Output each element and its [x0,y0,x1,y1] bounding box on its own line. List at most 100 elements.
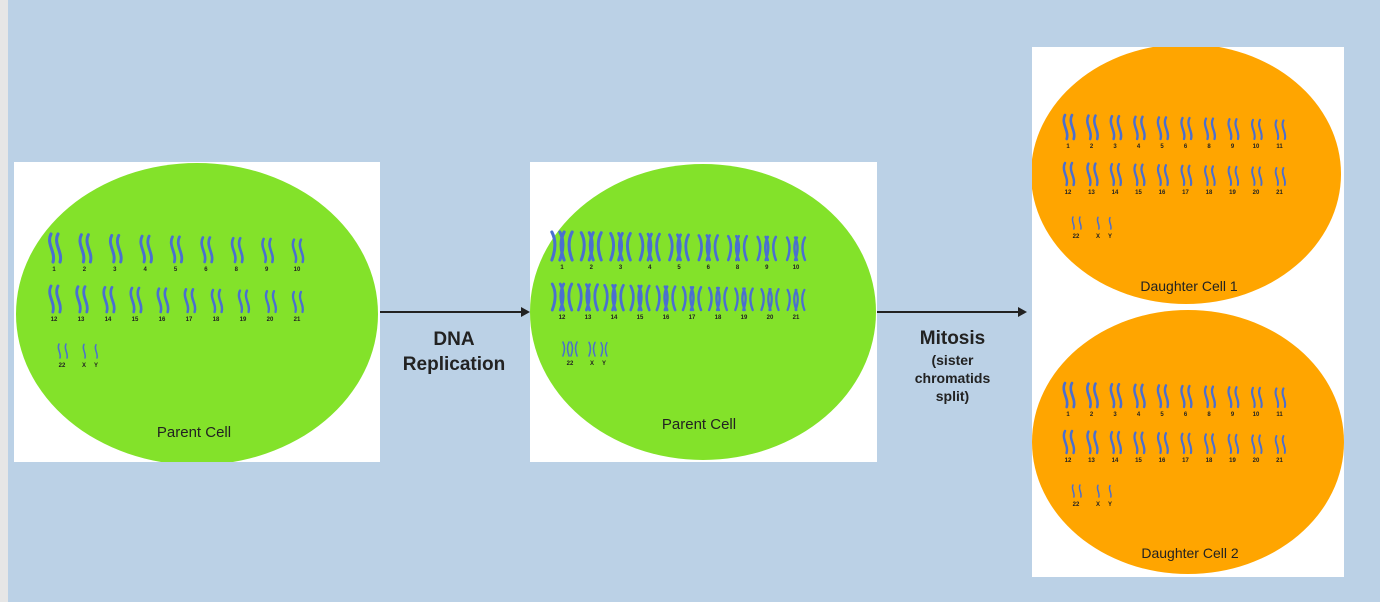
replication-arrow-head [521,307,530,317]
chromosome-pair-14 [1109,162,1123,187]
chromosome-number-Y: Y [94,363,98,369]
chromosome-number-Y: Y [602,361,606,367]
chromosome-number-3: 3 [619,265,623,271]
chromosome-number-4: 4 [1137,144,1141,150]
chromosome-pair-21 [291,290,304,314]
chromosome-pair-6 [1180,116,1193,141]
chromosome-pair-1 [1062,381,1076,409]
chromosome-pair-22 [562,341,578,357]
chromosome-pair-2 [1086,382,1099,409]
parent-cell-1-label: Parent Cell [157,424,231,441]
chromosome-pair-19 [734,287,754,312]
chromosome-pair-Y [600,341,608,357]
chromosome-number-4: 4 [648,265,652,271]
chromosome-number-22: 22 [1073,502,1080,508]
chromosome-number-2: 2 [1090,412,1094,418]
chromosome-number-10: 10 [1253,144,1260,150]
chromosome-pair-8 [230,236,244,264]
chromosome-pair-4 [1133,383,1146,409]
chromosome-pair-3 [609,231,632,262]
chromosome-pair-22 [1071,484,1082,498]
chromosome-pair-4 [638,232,661,262]
chromosome-number-19: 19 [741,315,748,321]
chromosome-pair-9 [756,235,778,262]
dna-replication-line-2: Replication [402,354,506,375]
chromosome-pair-18 [1204,165,1216,187]
chromosome-pair-12 [1062,429,1076,455]
chromosome-number-19: 19 [240,317,247,323]
chromosome-number-17: 17 [1182,190,1189,196]
chromosome-pair-20 [264,290,278,314]
chromosome-number-19: 19 [1229,190,1236,196]
chromosome-number-16: 16 [1159,458,1166,464]
chromosome-number-5: 5 [1160,412,1164,418]
chromosome-pair-16 [1156,164,1169,187]
chromosome-number-12: 12 [559,315,566,321]
chromosome-pair-4 [139,234,153,264]
chromosome-number-21: 21 [294,317,301,323]
chromosome-pair-X [82,343,87,359]
chromosome-number-12: 12 [1065,190,1072,196]
chromosome-number-X: X [82,363,86,369]
chromosome-pair-10 [1250,118,1263,141]
chromosome-pair-12 [48,284,62,314]
chromosome-number-6: 6 [1184,412,1188,418]
chromosome-number-12: 12 [51,317,58,323]
chromosome-number-8: 8 [1207,144,1211,150]
chromosome-number-18: 18 [213,317,220,323]
chromosome-pair-8 [1203,385,1217,409]
chromosome-number-1: 1 [1066,144,1070,150]
chromosome-number-16: 16 [1159,190,1166,196]
chromosome-number-5: 5 [174,267,178,273]
chromosome-pair-Y [94,343,98,359]
chromosome-number-3: 3 [1113,144,1117,150]
chromosome-number-1: 1 [1066,412,1070,418]
chromosome-number-Y: Y [1108,502,1112,508]
chromosome-number-14: 14 [611,315,618,321]
chromosome-number-10: 10 [294,267,301,273]
chromosome-number-11: 11 [1276,412,1283,418]
chromosome-number-20: 20 [267,317,274,323]
chromosome-pair-16 [1156,432,1169,455]
mitosis-label: Mitosis (sister chromatids split) [885,326,1020,405]
chromosome-number-9: 9 [1231,412,1235,418]
chromosome-number-13: 13 [585,315,592,321]
chromosome-pair-14 [102,285,116,314]
chromosome-number-17: 17 [689,315,696,321]
parent-cell-2-label: Parent Cell [662,416,736,433]
chromosome-number-9: 9 [1231,144,1235,150]
chromosome-number-16: 16 [663,315,670,321]
mitosis-line-1: (sister [931,352,974,368]
chromosome-number-X: X [590,361,594,367]
chromosome-number-3: 3 [113,267,117,273]
chromosome-pair-X [588,341,596,357]
chromosome-pair-20 [760,288,780,312]
daughter-cell-2-body [1032,310,1344,574]
mitosis-arrow [877,311,1019,313]
chromosome-number-15: 15 [1135,190,1142,196]
daughter-cell-2-label: Daughter Cell 2 [1141,545,1238,561]
chromosome-number-8: 8 [235,267,239,273]
chromosome-pair-21 [1274,167,1287,186]
chromosome-pair-16 [655,285,677,312]
chromosome-pair-12 [1062,161,1076,187]
chromosome-pair-17 [183,287,197,314]
chromosome-number-8: 8 [736,265,740,271]
chromosome-pair-15 [1133,431,1146,455]
chromosome-pair-3 [1109,382,1123,409]
chromosome-pair-16 [156,287,170,314]
chromosome-number-21: 21 [1276,458,1283,464]
chromosome-pair-20 [1251,434,1263,454]
chromosome-number-21: 21 [1276,190,1283,196]
chromosome-pair-9 [1227,118,1240,141]
chromosome-number-18: 18 [1206,190,1213,196]
chromosome-pair-8 [726,234,749,262]
chromosome-pair-14 [1109,430,1123,455]
chromosome-number-10: 10 [793,265,800,271]
chromosome-number-X: X [1096,234,1100,240]
chromosome-number-11: 11 [1276,144,1283,150]
